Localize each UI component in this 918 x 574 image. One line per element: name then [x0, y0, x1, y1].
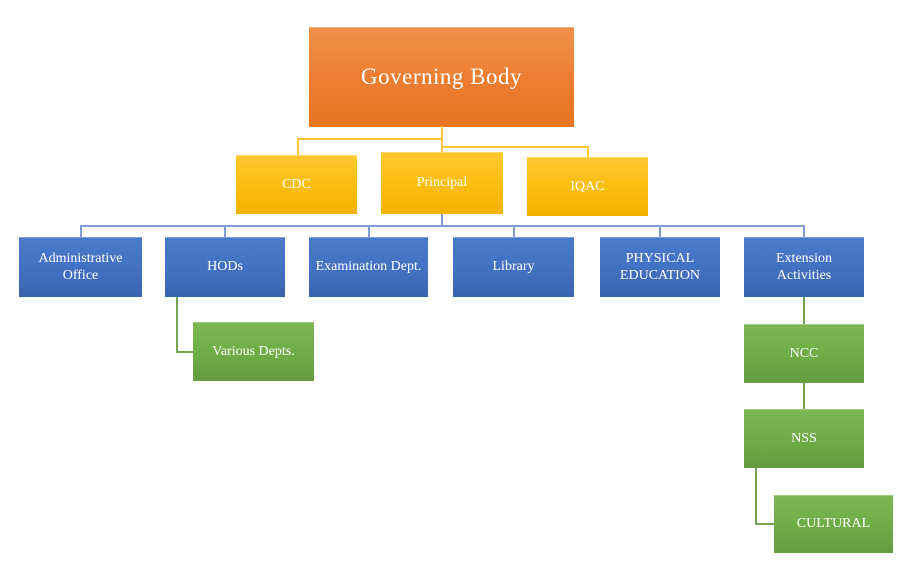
node-governing-body: Governing Body	[309, 27, 574, 127]
connector-extension-activities-drop	[803, 225, 805, 238]
connector-iqac-drop	[587, 146, 589, 157]
connector-nss-sub-vertical	[755, 468, 757, 524]
node-physical-education: PHYSICAL EDUCATION	[600, 237, 720, 297]
connector-ncc-nss	[803, 383, 805, 409]
connector-root-right-bus	[441, 146, 588, 148]
node-administrative-office: Administrative Office	[19, 237, 142, 297]
connector-library-drop	[513, 225, 515, 238]
node-principal: Principal	[381, 152, 503, 214]
connector-hods-drop	[224, 225, 226, 238]
node-ncc: NCC	[744, 324, 864, 383]
connector-extension-ncc	[803, 297, 805, 324]
connector-physical-education-drop	[659, 225, 661, 238]
node-various-depts: Various Depts.	[193, 322, 314, 381]
node-nss: NSS	[744, 409, 864, 468]
node-library: Library	[453, 237, 574, 297]
connector-cultural-elbow	[755, 523, 774, 525]
connector-level3-bus	[80, 225, 805, 227]
connector-cdc-drop	[297, 138, 299, 155]
connector-principal-drop	[441, 214, 443, 226]
connector-root-left-bus	[297, 138, 442, 140]
connector-various-depts-elbow	[176, 351, 193, 353]
connector-examination-drop	[368, 225, 370, 238]
node-extension-activities: Extension Activities	[744, 237, 864, 297]
connector-admin-office-drop	[80, 225, 82, 238]
node-cultural: CULTURAL	[774, 495, 893, 553]
node-hods: HODs	[165, 237, 285, 297]
node-examination-dept: Examination Dept.	[309, 237, 428, 297]
node-cdc: CDC	[236, 155, 357, 214]
connector-hods-sub-vertical	[176, 297, 178, 352]
node-iqac: IQAC	[527, 157, 648, 216]
